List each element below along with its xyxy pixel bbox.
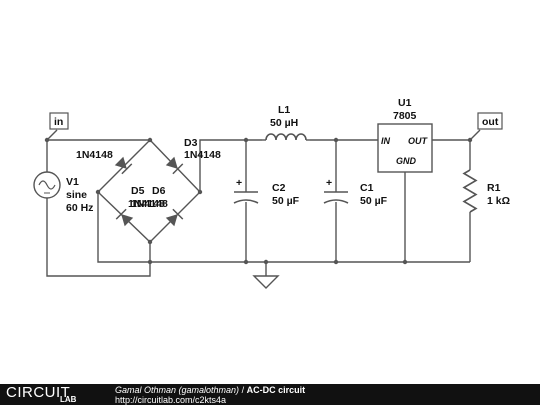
logo-lab: LAB bbox=[60, 395, 77, 404]
out-net-label[interactable]: out bbox=[469, 112, 503, 141]
diode-d3[interactable] bbox=[165, 156, 184, 175]
d6-part-label: 1N4148 bbox=[131, 198, 168, 210]
diode-left-part-label: 1N4148 bbox=[76, 149, 113, 161]
circuitlab-logo[interactable]: CIRCUIT LAB bbox=[4, 384, 99, 405]
in-net-label[interactable]: in bbox=[46, 112, 69, 141]
diode-top-left[interactable] bbox=[114, 156, 133, 175]
in-label-text: in bbox=[54, 116, 63, 128]
footer-credit: Gamal Othman (gamalothman) / AC-DC circu… bbox=[115, 385, 305, 395]
footer-bar: CIRCUIT LAB Gamal Othman (gamalothman) /… bbox=[0, 384, 540, 405]
u1-out-pin-label: OUT bbox=[408, 136, 429, 146]
r1-name-label: R1 bbox=[487, 182, 501, 194]
v1-sine-source[interactable] bbox=[33, 171, 61, 199]
d3-part-label: 1N4148 bbox=[184, 149, 221, 161]
diode-d6[interactable] bbox=[165, 208, 184, 227]
footer-separator: / bbox=[239, 385, 247, 395]
d6-name-label: D6 bbox=[152, 185, 166, 197]
resistor-r1[interactable] bbox=[462, 169, 478, 213]
v1-name-label: V1 bbox=[66, 176, 79, 188]
r1-value-label: 1 kΩ bbox=[487, 195, 510, 207]
capacitor-c2[interactable] bbox=[233, 191, 259, 204]
d5-part-label: 1N4148 bbox=[128, 198, 165, 210]
wires bbox=[46, 139, 471, 277]
d5-name-label: D5 bbox=[131, 185, 145, 197]
c2-value-label: 50 µF bbox=[272, 195, 300, 207]
capacitor-c1[interactable] bbox=[323, 191, 349, 204]
footer-author[interactable]: Gamal Othman (gamalothman) bbox=[115, 385, 240, 395]
c2-plus-label: + bbox=[236, 177, 242, 189]
d3-name-label: D3 bbox=[184, 137, 198, 149]
regulator-u1[interactable] bbox=[377, 123, 433, 173]
c1-plus-label: + bbox=[326, 177, 332, 189]
footer-url[interactable]: http://circuitlab.com/c2kts4a bbox=[115, 395, 227, 405]
l1-name-label: L1 bbox=[278, 104, 290, 116]
l1-value-label: 50 µH bbox=[270, 117, 298, 129]
diode-d5[interactable] bbox=[115, 208, 134, 227]
v1-freq-label: 60 Hz bbox=[66, 202, 93, 214]
u1-in-pin-label: IN bbox=[381, 136, 391, 146]
u1-name-label: U1 bbox=[398, 97, 412, 109]
ground-icon bbox=[252, 275, 280, 289]
c1-name-label: C1 bbox=[360, 182, 374, 194]
c1-value-label: 50 µF bbox=[360, 195, 388, 207]
v1-type-label: sine bbox=[66, 189, 87, 201]
out-label-text: out bbox=[482, 116, 499, 128]
footer-title[interactable]: AC-DC circuit bbox=[246, 385, 306, 395]
u1-part-label: 7805 bbox=[393, 110, 417, 122]
inductor-l1[interactable] bbox=[262, 133, 310, 141]
u1-gnd-pin-label: GND bbox=[396, 156, 417, 166]
logo-word: CIRCUIT bbox=[6, 384, 71, 401]
schematic: V1 sine 60 Hz in out 1N4148 D3 1N4148 D5… bbox=[33, 97, 510, 289]
c2-name-label: C2 bbox=[272, 182, 286, 194]
